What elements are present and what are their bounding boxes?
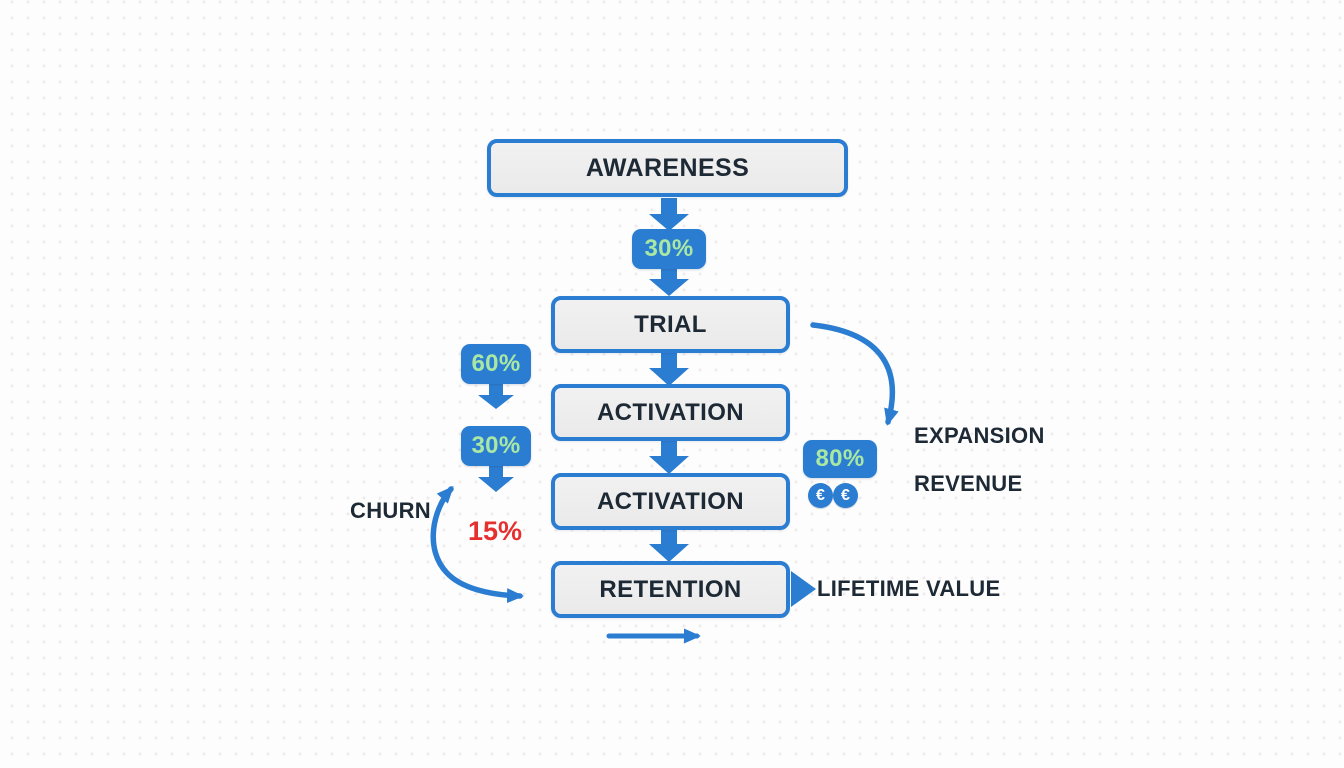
expansion-rate-badge-value: 80% xyxy=(815,445,865,472)
down-block-arrow-icon xyxy=(649,440,689,474)
lifetime-value-label: LIFETIME VALUE xyxy=(817,576,1001,601)
expansion-curve-arrow-icon xyxy=(810,322,899,426)
conversion-badge-60-value: 60% xyxy=(471,350,521,377)
stage-activation-1: ACTIVATION xyxy=(551,384,790,441)
stage-activation-2: ACTIVATION xyxy=(551,473,790,530)
stage-retention: RETENTION xyxy=(551,561,790,618)
euro-coin-icon: € xyxy=(808,483,833,508)
stage-activation-2-label: ACTIVATION xyxy=(596,487,745,515)
euro-symbol: € xyxy=(841,486,850,504)
euro-symbol: € xyxy=(816,486,825,504)
expansion-revenue-label: EXPANSION REVENUE xyxy=(914,400,1045,520)
down-block-arrow-icon xyxy=(478,464,514,492)
churn-label: CHURN xyxy=(350,498,431,523)
expansion-revenue-line1: EXPANSION xyxy=(914,423,1045,448)
conversion-badge-30: 30% xyxy=(461,426,531,466)
conversion-badge-30-value: 30% xyxy=(471,432,521,459)
conversion-badge-awareness-trial-value: 30% xyxy=(644,235,694,262)
euro-coin-icon: € xyxy=(833,483,858,508)
expansion-revenue-line2: REVENUE xyxy=(914,471,1023,496)
lifetime-value-pointer-icon xyxy=(791,571,816,607)
stage-activation-1-label: ACTIVATION xyxy=(596,398,745,426)
down-block-arrow-icon xyxy=(478,382,514,409)
stage-awareness: AWARENESS xyxy=(487,139,848,197)
down-block-arrow-icon xyxy=(649,352,689,386)
stage-awareness-label: AWARENESS xyxy=(585,153,750,182)
stage-trial-label: TRIAL xyxy=(634,310,707,338)
down-block-arrow-icon xyxy=(649,528,689,562)
stage-retention-label: RETENTION xyxy=(599,575,742,603)
churn-rate-value: 15% xyxy=(468,516,523,546)
down-block-arrow-icon xyxy=(649,268,689,296)
conversion-badge-awareness-trial: 30% xyxy=(632,229,706,269)
down-block-arrow-icon xyxy=(649,198,689,231)
conversion-badge-60: 60% xyxy=(461,344,531,384)
expansion-rate-badge: 80% xyxy=(803,440,877,478)
stage-trial: TRIAL xyxy=(551,296,790,353)
